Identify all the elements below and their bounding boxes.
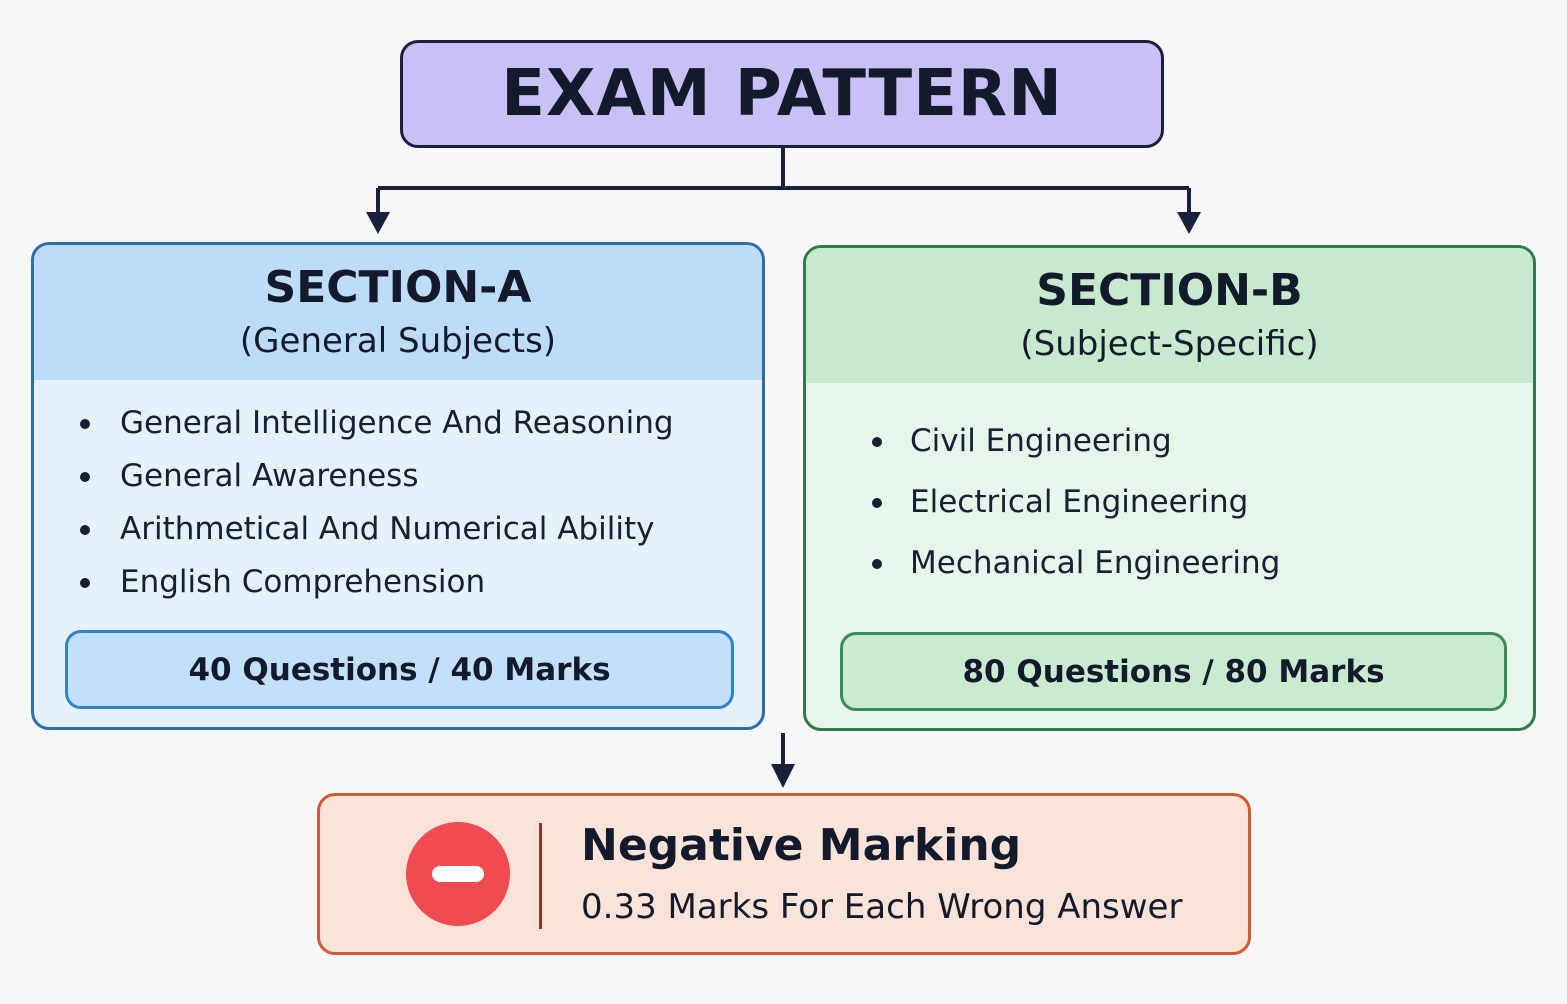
arrowhead-section-a bbox=[366, 212, 390, 234]
topic-item: English Comprehension bbox=[34, 556, 762, 609]
topic-item: Civil Engineering bbox=[806, 411, 1533, 472]
topic-item: Arithmetical And Numerical Ability bbox=[34, 503, 762, 556]
section-a-card: SECTION-A (General Subjects) General Int… bbox=[31, 242, 765, 730]
bullet-icon bbox=[80, 577, 90, 588]
arrowhead-section-b bbox=[1177, 212, 1201, 234]
negative-marking-description: 0.33 Marks For Each Wrong Answer bbox=[581, 887, 1183, 927]
topic-label: English Comprehension bbox=[120, 564, 486, 600]
topic-item: Mechanical Engineering bbox=[806, 533, 1533, 594]
arrowhead-negative bbox=[771, 764, 795, 788]
bullet-icon bbox=[80, 471, 90, 482]
section-b-marks-badge: 80 Questions / 80 Marks bbox=[840, 632, 1507, 711]
section-b-header: SECTION-B (Subject-Specific) bbox=[806, 248, 1533, 383]
exam-pattern-title-box: EXAM PATTERN bbox=[400, 40, 1164, 148]
bullet-icon bbox=[80, 524, 90, 535]
minus-circle-icon bbox=[406, 822, 510, 926]
negative-marking-box: Negative Marking 0.33 Marks For Each Wro… bbox=[317, 793, 1251, 955]
bullet-icon bbox=[872, 436, 882, 447]
topic-item: Electrical Engineering bbox=[806, 472, 1533, 533]
section-a-subtitle: (General Subjects) bbox=[239, 320, 557, 361]
topic-item: General Intelligence And Reasoning bbox=[34, 397, 762, 450]
negative-divider bbox=[539, 823, 542, 929]
bullet-icon bbox=[80, 418, 90, 429]
section-b-topic-list: Civil Engineering Electrical Engineering… bbox=[806, 411, 1533, 594]
minus-bar bbox=[432, 866, 484, 882]
topic-label: Mechanical Engineering bbox=[910, 545, 1281, 581]
section-a-topic-list: General Intelligence And Reasoning Gener… bbox=[34, 397, 762, 609]
page-title: EXAM PATTERN bbox=[501, 57, 1063, 131]
bullet-icon bbox=[872, 558, 882, 569]
topic-label: Arithmetical And Numerical Ability bbox=[120, 511, 655, 547]
topic-label: General Awareness bbox=[120, 458, 419, 494]
section-a-marks-badge: 40 Questions / 40 Marks bbox=[65, 630, 734, 709]
section-a-header: SECTION-A (General Subjects) bbox=[34, 245, 762, 380]
topic-label: Electrical Engineering bbox=[910, 484, 1249, 520]
bullet-icon bbox=[872, 497, 882, 508]
topic-label: General Intelligence And Reasoning bbox=[120, 405, 674, 441]
section-b-title: SECTION-B bbox=[1036, 264, 1303, 316]
section-b-subtitle: (Subject-Specific) bbox=[1020, 323, 1319, 364]
topic-item: General Awareness bbox=[34, 450, 762, 503]
negative-marking-title: Negative Marking bbox=[581, 820, 1022, 871]
section-b-card: SECTION-B (Subject-Specific) Civil Engin… bbox=[803, 245, 1536, 731]
topic-label: Civil Engineering bbox=[910, 423, 1172, 459]
section-a-title: SECTION-A bbox=[264, 261, 532, 313]
